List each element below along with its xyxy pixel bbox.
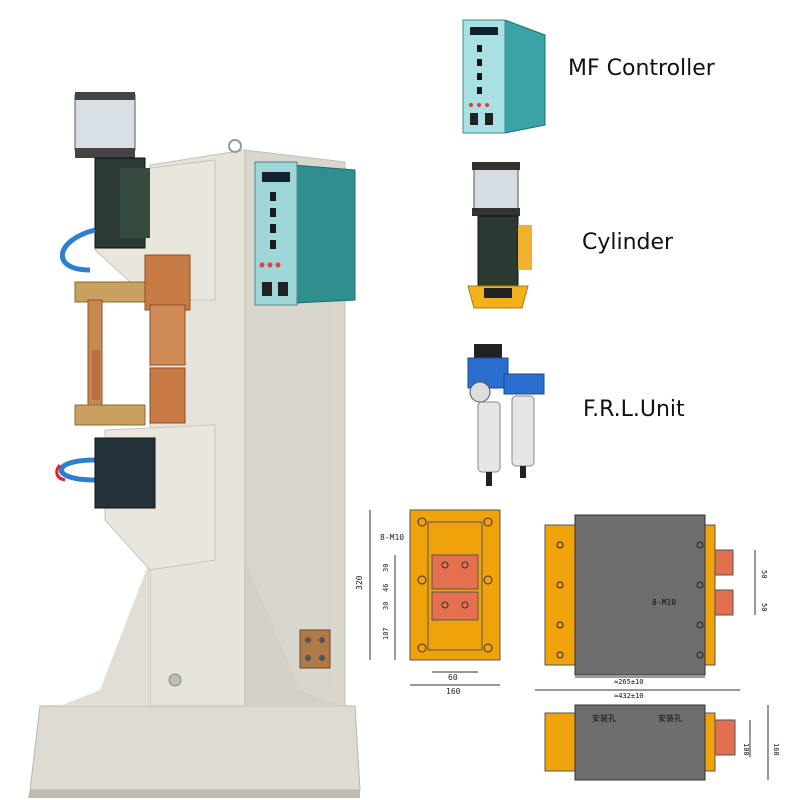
- dim-432: ≈432±10: [614, 692, 644, 700]
- frl-unit-label: F.R.L.Unit: [583, 397, 685, 422]
- machine-base: [29, 705, 361, 791]
- electrode-plate-drawing: 320 8-M10 30 46 30 107 60 160: [355, 509, 501, 696]
- copper-busbar-upper: [144, 254, 191, 311]
- lower-electrode: [74, 404, 146, 426]
- dim-160-right: 160: [772, 743, 780, 756]
- frl-unit-image: [467, 344, 545, 486]
- cylinder-image: [467, 162, 532, 309]
- dim-30a: 30: [382, 564, 390, 572]
- cylinder-label: Cylinder: [582, 230, 674, 255]
- dim-30b: 30: [382, 602, 390, 610]
- dim-160: 160: [446, 687, 461, 696]
- dim-100: 100: [742, 743, 750, 756]
- dim-50a: 50: [760, 570, 768, 578]
- dim-265: ≈265±10: [614, 678, 644, 686]
- holes-label: 8-M10: [380, 533, 404, 542]
- mf-controller-image: [462, 19, 546, 134]
- dim-107: 107: [382, 627, 390, 640]
- transformer-drawing: 8-M10 ≈265±10 ≈432±10 50 50 安装孔 安装孔 100 …: [535, 514, 780, 781]
- mount-hole-b: 安装孔: [658, 713, 682, 723]
- holes-label-right: 8-M10: [652, 598, 676, 607]
- air-cylinder: [74, 94, 136, 151]
- upper-electrode: [74, 281, 146, 303]
- copper-busbar-lower: [149, 367, 186, 424]
- dim-320: 320: [355, 575, 364, 590]
- dim-60: 60: [448, 673, 458, 682]
- dim-50b: 50: [760, 603, 768, 611]
- mf-controller-label: MF Controller: [568, 56, 715, 81]
- dim-46: 46: [382, 584, 390, 592]
- mount-hole-a: 安装孔: [592, 713, 616, 723]
